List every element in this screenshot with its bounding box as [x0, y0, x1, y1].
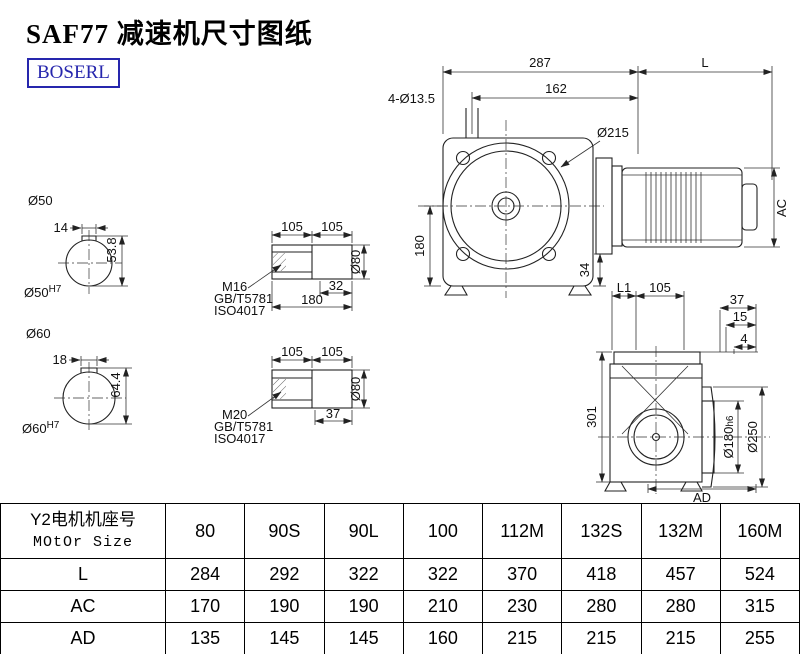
dim-keyway-width-50: 14 — [54, 220, 68, 235]
label-dia-60: Ø60 — [26, 326, 51, 341]
row-label-L: L — [0, 558, 166, 591]
table-cell: 215 — [481, 622, 563, 654]
table-cell: 230 — [481, 590, 563, 623]
table-row-AC: AC 170 190 190 210 230 280 280 315 — [0, 590, 800, 623]
table-cell: 190 — [244, 590, 325, 623]
gearbox-side-view: L1 105 37 15 4 — [584, 280, 770, 505]
dim-flange-dia-side: Ø250 — [745, 421, 760, 453]
table-cell: 145 — [244, 622, 325, 654]
header-en: MOtOr Size — [32, 534, 133, 551]
table-cell: 284 — [164, 558, 246, 591]
dim-bolt-holes: 4-Ø13.5 — [388, 91, 435, 106]
standard-gb-m16: GB/T5781 — [214, 291, 273, 306]
dim-162: 162 — [545, 81, 567, 96]
table-cell: 322 — [402, 558, 484, 591]
brand-text: BOSERL — [37, 62, 110, 83]
label-bore-60: Ø60H7 — [22, 420, 60, 436]
dim-4-side: 4 — [740, 331, 747, 346]
table-cell: 524 — [719, 558, 800, 591]
dim-L1: L1 — [617, 280, 631, 295]
dim-287: 287 — [529, 55, 551, 70]
table-header-size: 132M — [640, 503, 721, 559]
shaft-detail-m16: 105 105 M16 GB/T5781 ISO4017 32 180 Ø80 — [214, 219, 370, 318]
table-row-AD: AD 135 145 145 160 215 215 215 255 — [0, 622, 800, 654]
table-cell: 292 — [244, 558, 325, 591]
dim-34: 34 — [577, 263, 592, 277]
table-cell: 190 — [323, 590, 404, 623]
standard-iso-m16: ISO4017 — [214, 303, 265, 318]
dim-180-shaft: 180 — [301, 292, 323, 307]
table-row-L: L 284 292 322 322 370 418 457 524 — [0, 558, 800, 591]
table-cell: 215 — [640, 622, 721, 654]
table-header-size: 80 — [164, 503, 246, 559]
table-cell: 215 — [561, 622, 642, 654]
technical-drawing: 287 L 162 4-Ø13.5 Ø215 180 34 AC — [22, 55, 789, 505]
table-cell: 418 — [561, 558, 642, 591]
row-label-AD: AD — [0, 622, 166, 654]
shaft-section-60: 18 64.4 Ø60 Ø60H7 — [22, 326, 132, 436]
table-cell: 457 — [640, 558, 721, 591]
dim-AC: AC — [774, 199, 789, 217]
motor — [595, 157, 758, 255]
dim-301: 301 — [584, 406, 599, 428]
brand-logo: BOSERL — [27, 58, 120, 88]
dim-32: 32 — [329, 278, 343, 293]
table-cell: 280 — [561, 590, 642, 623]
dim-dia-80-b: Ø80 — [348, 377, 363, 402]
table-cell: 160 — [402, 622, 484, 654]
dim-keyway-height-50: 53.8 — [104, 237, 119, 262]
row-label-AC: AC — [0, 590, 166, 623]
gearbox-front-view — [418, 108, 604, 298]
table-cell: 210 — [402, 590, 484, 623]
table-cell: 322 — [323, 558, 404, 591]
dim-15-side: 15 — [733, 309, 747, 324]
label-dia-50: Ø50 — [28, 193, 53, 208]
dim-105-d: 105 — [321, 344, 343, 359]
dim-105-c: 105 — [281, 344, 303, 359]
table-header-size: 90L — [323, 503, 404, 559]
table-header-row: Y2电机机座号 MOtOr Size 80 90S 90L 100 112M 1… — [0, 503, 800, 559]
dim-L: L — [701, 55, 708, 70]
table-cell: 255 — [719, 622, 800, 654]
shaft-detail-m20: 105 105 M20 GB/T5781 ISO4017 37 Ø80 — [214, 344, 370, 446]
table-header-size: 90S — [244, 503, 325, 559]
table-header-motor-size: Y2电机机座号 MOtOr Size — [0, 503, 166, 559]
table-header-size: 112M — [481, 503, 563, 559]
table-header-size: 100 — [402, 503, 484, 559]
table-header-size: 160M — [719, 503, 800, 559]
page-title: SAF77 减速机尺寸图纸 — [26, 19, 313, 49]
table-cell: 280 — [640, 590, 721, 623]
dim-hub-dia: Ø180h6 — [721, 415, 736, 458]
table-cell: 315 — [719, 590, 800, 623]
motor-size-table: Y2电机机座号 MOtOr Size 80 90S 90L 100 112M 1… — [0, 503, 800, 654]
thread-label-m16: M16 — [222, 279, 247, 294]
header-cn: Y2电机机座号 — [30, 510, 136, 529]
dim-105-a: 105 — [281, 219, 303, 234]
standard-iso-m20: ISO4017 — [214, 431, 265, 446]
thread-label-m20: M20 — [222, 407, 247, 422]
table-cell: 145 — [323, 622, 404, 654]
front-view-dimensions: 287 L 162 4-Ø13.5 Ø215 180 34 AC — [388, 55, 789, 287]
table-header-size: 132S — [561, 503, 642, 559]
standard-gb-m20: GB/T5781 — [214, 419, 273, 434]
dim-keyway-height-60: 64.4 — [108, 372, 123, 397]
dim-180: 180 — [412, 235, 427, 257]
table-cell: 370 — [481, 558, 563, 591]
dim-37-side: 37 — [730, 292, 744, 307]
dim-37-shaft: 37 — [326, 406, 340, 421]
table-cell: 170 — [164, 590, 246, 623]
dim-flange-dia: Ø215 — [597, 125, 629, 140]
dim-105-side: 105 — [649, 280, 671, 295]
dim-dia-80-a: Ø80 — [348, 250, 363, 275]
motor-fins — [645, 172, 702, 243]
label-bore-50: Ø50H7 — [24, 284, 62, 300]
shaft-section-50: 14 53.8 Ø50 Ø50H7 — [24, 193, 128, 300]
dim-105-b: 105 — [321, 219, 343, 234]
dim-AD: AD — [693, 490, 711, 505]
table-cell: 135 — [164, 622, 246, 654]
dim-keyway-width-60: 18 — [53, 352, 67, 367]
